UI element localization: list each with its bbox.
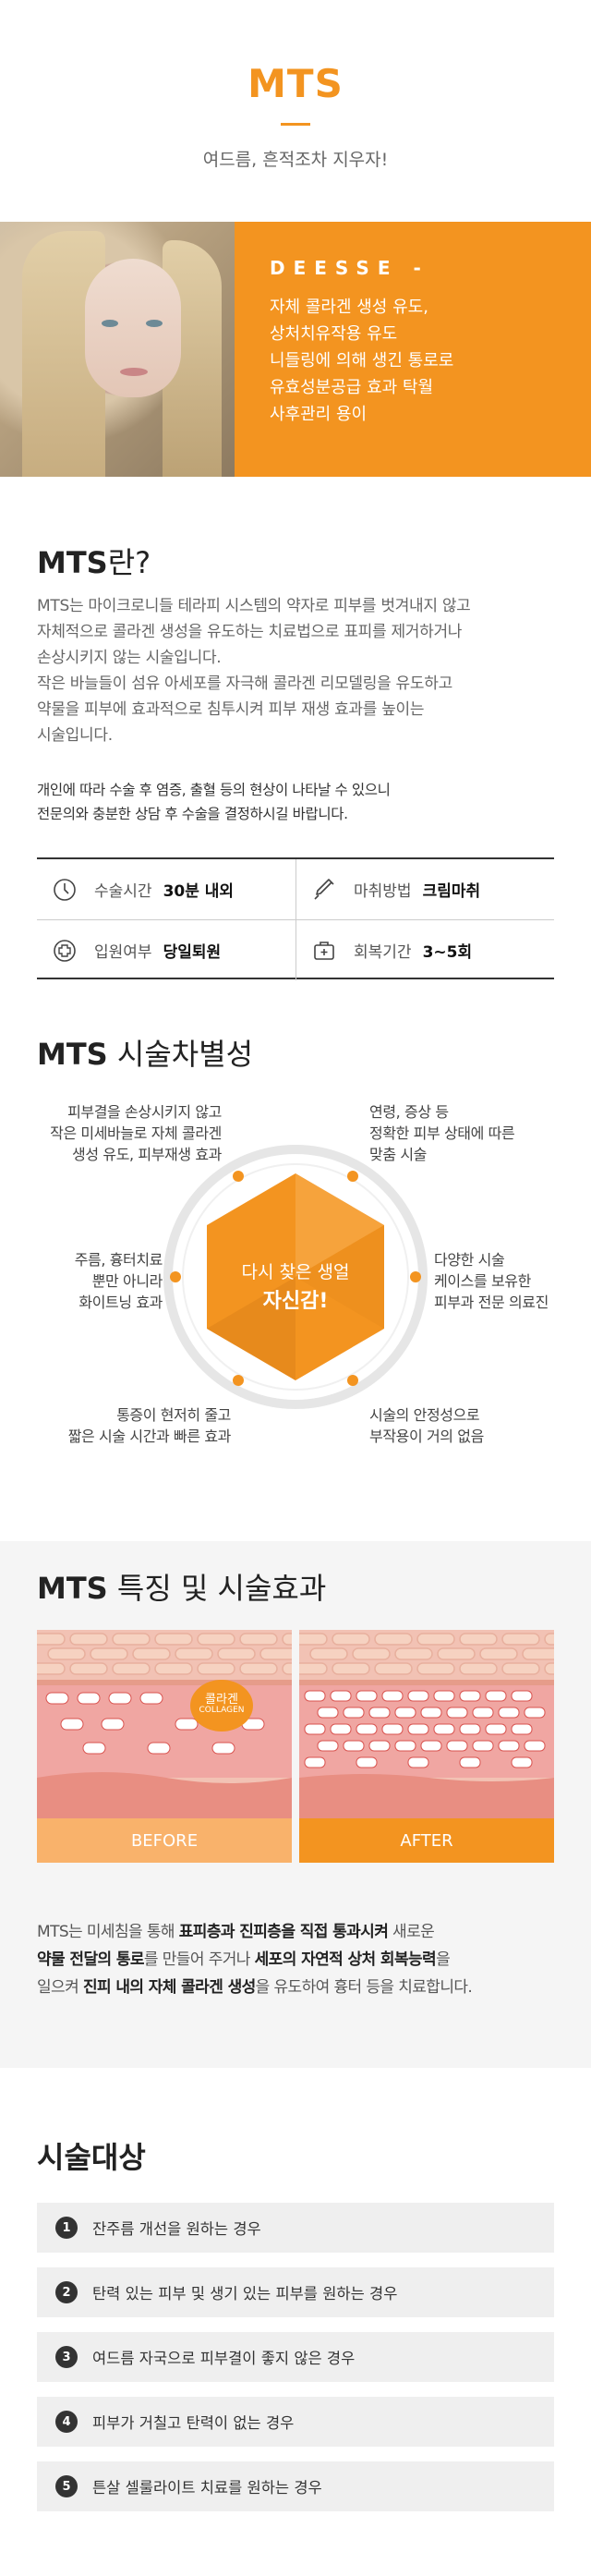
- point-dot: [347, 1171, 358, 1182]
- info-cell: 마취방법 크림마취: [296, 859, 554, 919]
- model-photo: [0, 222, 235, 477]
- before-skin-illustration: 콜라겐 COLLAGEN BEFORE: [37, 1630, 292, 1863]
- page-title: MTS: [247, 61, 344, 106]
- info-row: 입원여부 당일퇴원 회복기간 3~5회: [37, 919, 554, 980]
- before-caption: BEFORE: [37, 1818, 292, 1863]
- hero-banner: DEESSE - 자체 콜라겐 생성 유도, 상처치유작용 유도 니들링에 의해…: [0, 222, 591, 477]
- difference-diagram: [163, 1145, 428, 1409]
- targets-heading: 시술대상: [37, 2140, 146, 2175]
- after-skin-illustration: AFTER: [299, 1630, 554, 1863]
- features-heading: MTS 특징 및 시술효과: [37, 1571, 327, 1606]
- banner-panel: DEESSE - 자체 콜라겐 생성 유도, 상처치유작용 유도 니들링에 의해…: [235, 222, 591, 477]
- syringe-icon: [311, 877, 337, 903]
- procedure-info-table: 수술시간 30분 내외 마취방법 크림마취 입원여부 당일퇴원: [37, 857, 554, 980]
- point-dot: [410, 1271, 421, 1282]
- point-dot: [233, 1375, 244, 1386]
- center-text-emphasis: 자신감!: [262, 1290, 329, 1313]
- banner-line: 니들링에 의해 생긴 통로로: [270, 351, 454, 371]
- after-caption: AFTER: [299, 1818, 554, 1863]
- center-text: 다시 찾은 생얼: [241, 1262, 350, 1282]
- info-cell: 수술시간 30분 내외: [37, 859, 296, 919]
- clock-icon: [52, 877, 78, 903]
- banner-line: 상처치유작용 유도: [270, 324, 398, 344]
- item-number: 4: [55, 2411, 78, 2433]
- hospital-cross-icon: [52, 938, 78, 964]
- collagen-label: 콜라겐: [205, 1693, 238, 1707]
- title-underline: [281, 123, 310, 126]
- point-dot: [347, 1375, 358, 1386]
- info-cell: 회복기간 3~5회: [296, 920, 554, 980]
- banner-line: 유효성분공급 효과 탁월: [270, 378, 434, 397]
- point-dot: [170, 1271, 181, 1282]
- banner-line: 자체 콜라겐 생성 유도,: [270, 298, 428, 317]
- banner-line: 사후관리 용이: [270, 405, 368, 424]
- brand-name: DEESSE -: [270, 257, 429, 279]
- about-heading: MTS란?: [37, 545, 151, 580]
- point-dot: [233, 1171, 244, 1182]
- first-aid-kit-icon: [311, 938, 337, 964]
- collagen-label-en: COLLAGEN: [199, 1706, 245, 1715]
- item-number: 1: [55, 2217, 78, 2239]
- difference-heading: MTS 시술차별성: [37, 1037, 254, 1072]
- features-description: MTS는 미세침을 통해 표피층과 진피층을 직접 통과시켜 새로운 약물 전달…: [37, 1923, 473, 1997]
- item-number: 5: [55, 2475, 78, 2497]
- info-row: 수술시간 30분 내외 마취방법 크림마취: [37, 859, 554, 919]
- about-description: MTS는 마이크로니들 테라피 시스템의 약자로 피부를 벗겨내지 않고 자체적…: [37, 597, 471, 745]
- info-cell: 입원여부 당일퇴원: [37, 920, 296, 980]
- page-subtitle: 여드름, 흔적조차 지우자!: [202, 150, 389, 170]
- about-note: 개인에 따라 수술 후 염증, 출혈 등의 현상이 나타날 수 있으니 전문의와…: [37, 782, 391, 822]
- item-number: 2: [55, 2281, 78, 2303]
- item-number: 3: [55, 2346, 78, 2368]
